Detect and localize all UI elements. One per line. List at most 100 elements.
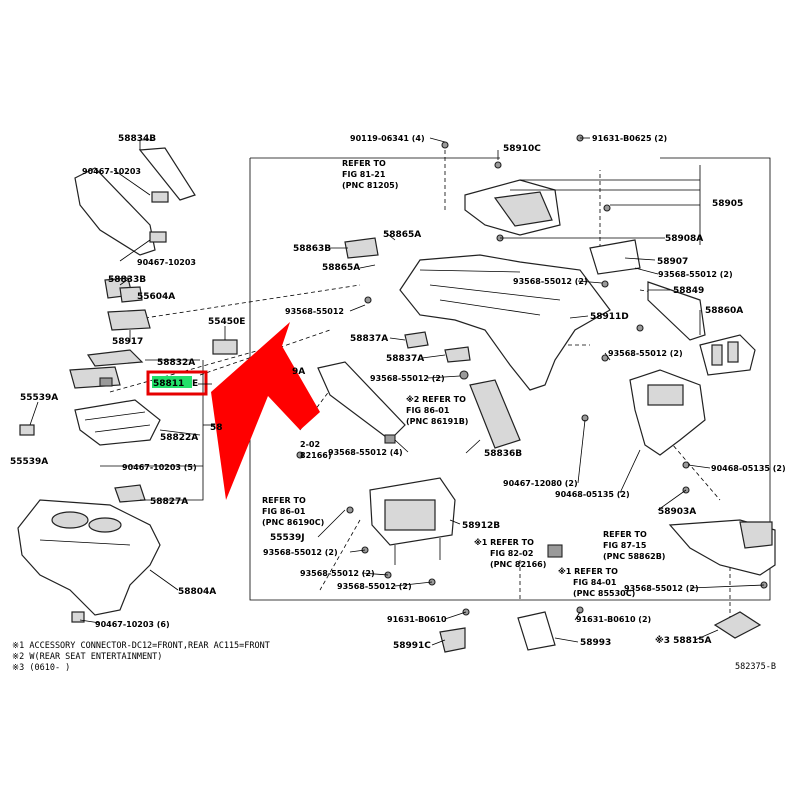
- bracket-58991C: [439, 627, 466, 653]
- hinge-58863B: [344, 237, 379, 259]
- svg-text:FIG 87-15: FIG 87-15: [603, 541, 647, 550]
- highlight-box-58811E: 58811 E: [146, 370, 212, 396]
- label-93568-55012: 93568-55012: [285, 307, 344, 316]
- svg-text:(PNC 81205): (PNC 81205): [342, 181, 398, 190]
- label-93568-55012-2-f: 93568-55012 (2): [300, 569, 375, 578]
- label-58865A-a: 58865A: [383, 230, 421, 240]
- label-58-cut: 58: [210, 423, 223, 433]
- label-58804A: 58804A: [178, 587, 216, 597]
- label-58991C: 58991C: [393, 641, 431, 651]
- svg-text:FIG 81-21: FIG 81-21: [342, 170, 386, 179]
- figure-code: 582375-B: [735, 662, 776, 672]
- label-93568-55012-2-c: 93568-55012 (2): [608, 349, 683, 358]
- label-58907: 58907: [657, 257, 688, 267]
- clip-55539A: [19, 424, 35, 436]
- refer-81-21: REFER TO FIG 81-21 (PNC 81205): [342, 159, 398, 190]
- svg-text:REFER TO: REFER TO: [342, 159, 386, 168]
- label-58815A: ※3 58815A: [655, 635, 711, 646]
- label-90467-12080: 90467-12080 (2): [503, 479, 578, 488]
- main-assembly-bracket: [249, 157, 771, 601]
- clip-bottom-left: [71, 611, 85, 623]
- label-58917: 58917: [112, 337, 143, 347]
- bracket-58993: [517, 611, 556, 651]
- svg-text:REFER TO: REFER TO: [603, 530, 647, 539]
- svg-text:※2 REFER TO: ※2 REFER TO: [406, 394, 466, 404]
- refer-82-02: ※1 REFER TO FIG 82-02 (PNC 82166): [474, 537, 546, 569]
- footnotes: ※1 ACCESSORY CONNECTOR-DC12=FRONT,REAR A…: [12, 641, 776, 673]
- svg-text:(PNC 86191B): (PNC 86191B): [406, 417, 468, 426]
- label-58993: 58993: [580, 638, 611, 648]
- console-box-58804A: [17, 499, 161, 616]
- bracket-58907: [589, 239, 641, 275]
- console-body-58911D: [399, 254, 611, 391]
- label-58903A: 58903A: [658, 507, 696, 517]
- leader-lines: [29, 137, 765, 646]
- label-90468-05135-b: 90468-05135 (2): [711, 464, 786, 473]
- label-58865A-b: 58865A: [322, 263, 360, 273]
- label-55539A-a: 55539A: [20, 393, 58, 403]
- svg-text:FIG 82-02: FIG 82-02: [490, 549, 533, 558]
- svg-text:82166): 82166): [300, 451, 332, 460]
- label-58905: 58905: [712, 199, 743, 209]
- label-58837A-b: 58837A: [386, 354, 424, 364]
- label-90467-10203-6: 90467-10203 (6): [95, 620, 170, 629]
- label-58833B: 58833B: [108, 275, 146, 285]
- panel-58832A: [86, 349, 144, 367]
- pad-58815A: [713, 611, 762, 639]
- label-58910C: 58910C: [503, 144, 541, 154]
- panel-left-center: [317, 361, 406, 441]
- label-58834B: 58834B: [118, 134, 156, 144]
- svg-text:2-02: 2-02: [300, 440, 320, 449]
- label-58912B: 58912B: [462, 521, 500, 531]
- connector-box-58912B: [369, 477, 456, 565]
- label-90119-06341: 90119-06341 (4): [350, 134, 425, 143]
- svg-text:※1 REFER TO: ※1 REFER TO: [474, 537, 534, 547]
- lid-58905: [464, 179, 561, 236]
- label-58837A-a: 58837A: [350, 334, 388, 344]
- refer-86-01-b: ※2 REFER TO FIG 86-01 (PNC 86191B): [406, 394, 468, 426]
- trim-58849: [647, 281, 706, 341]
- svg-text:FIG 86-01: FIG 86-01: [262, 507, 306, 516]
- svg-text:REFER TO: REFER TO: [262, 496, 306, 505]
- label-91631-B0610-a: 91631-B0610: [387, 615, 447, 624]
- refer-84-01: ※1 REFER TO FIG 84-01 (PNC 85530C): [558, 566, 635, 598]
- svg-text:(PNC 85530C): (PNC 85530C): [573, 589, 635, 598]
- highlight-suffix: E: [192, 379, 198, 389]
- label-93568-55012-4: 93568-55012 (4): [328, 448, 403, 457]
- pad-58917: [107, 309, 151, 331]
- label-93568-55012-2-e: 93568-55012 (2): [263, 548, 338, 557]
- pads-58837A: [404, 331, 471, 363]
- label-55604A: 55604A: [137, 292, 175, 302]
- label-55450E: 55450E: [208, 317, 245, 327]
- refer-callouts: REFER TO FIG 81-21 (PNC 81205) ※2 REFER …: [262, 159, 665, 598]
- label-93568-55012-2-h: 93568-55012 (2): [624, 584, 699, 593]
- label-93568-55012-2-a: 93568-55012 (2): [658, 270, 733, 279]
- label-58908A: 58908A: [665, 234, 703, 244]
- highlight-label: 58811: [153, 379, 184, 389]
- svg-text:(PNC 82166): (PNC 82166): [490, 560, 546, 569]
- label-91631-B0625: 91631-B0625 (2): [592, 134, 667, 143]
- label-58832A: 58832A: [157, 358, 195, 368]
- label-58860A: 58860A: [705, 306, 743, 316]
- label-90467-10203-b: 90467-10203: [137, 258, 196, 267]
- box-55450E: [212, 339, 238, 355]
- plate-58836B: [469, 379, 521, 449]
- label-58863B: 58863B: [293, 244, 331, 254]
- vent-58860A: [699, 334, 756, 376]
- svg-text:(PNC 58862B): (PNC 58862B): [603, 552, 665, 561]
- glove-panel-58834B: [74, 147, 196, 256]
- svg-text:FIG 84-01: FIG 84-01: [573, 578, 617, 587]
- clip-58833B: [104, 277, 143, 303]
- footnote-1: ※1 ACCESSORY CONNECTOR-DC12=FRONT,REAR A…: [12, 641, 270, 651]
- label-58849: 58849: [673, 286, 704, 296]
- label-9A-cut: 9A: [292, 367, 305, 377]
- svg-text:FIG 86-01: FIG 86-01: [406, 406, 450, 415]
- label-93568-55012-2-b: 93568-55012 (2): [513, 277, 588, 286]
- refer-86-01-c: REFER TO FIG 86-01 (PNC 86190C): [262, 496, 324, 527]
- label-90468-05135-a: 90468-05135 (2): [555, 490, 630, 499]
- bolts: [296, 134, 768, 616]
- label-58911D: 58911D: [590, 312, 629, 322]
- footnote-2: ※2 W(REAR SEAT ENTERTAINMENT): [12, 652, 162, 662]
- highlight-arrow: [211, 322, 320, 500]
